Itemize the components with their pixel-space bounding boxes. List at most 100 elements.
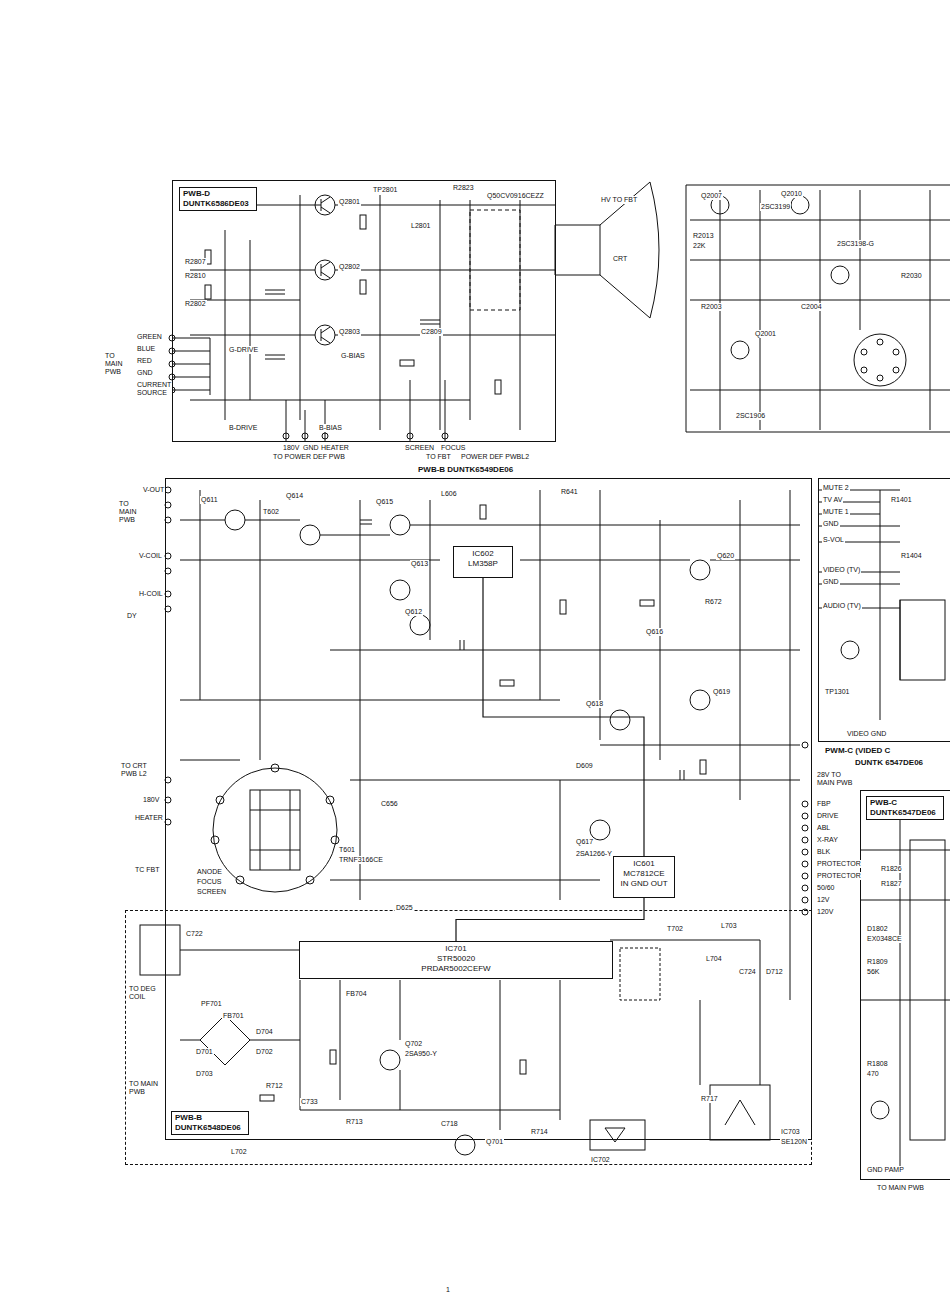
part-label: 1 (445, 1286, 451, 1294)
part-label: G-BIAS (340, 352, 366, 360)
part-label: RED (136, 357, 153, 365)
part-label: Q2803 (338, 328, 361, 336)
part-label: Q2802 (338, 263, 361, 271)
board-panel: PWB-D DUNTK6586DE03 (172, 180, 556, 442)
part-label: R1808 (866, 1060, 889, 1068)
part-label: R714 (530, 1128, 549, 1136)
part-label: Q702 (404, 1040, 423, 1048)
part-label: Q616 (645, 628, 664, 636)
part-label: CRT (612, 255, 628, 263)
part-label: TP1301 (824, 688, 851, 696)
part-label: TP2801 (372, 186, 399, 194)
board-title: PWB-B DUNTK6549DE06 (416, 465, 515, 475)
part-label: MUTE 1 (822, 508, 850, 516)
part-label: R2810 (184, 272, 207, 280)
ic-label: IN GND OUT (617, 879, 671, 889)
part-label: 180V (142, 796, 160, 804)
part-label: 2SC3199 (760, 203, 791, 211)
part-label: R717 (700, 1095, 719, 1103)
board-title: PWB-D DUNTK6586DE03 (179, 187, 257, 211)
part-label: IC703 (780, 1128, 801, 1136)
ic-box: IC701STR50020PRDAR5002CEFW (299, 941, 613, 979)
part-label: R1401 (890, 496, 913, 504)
part-label: FOCUS (196, 878, 223, 886)
wire-connector (456, 898, 644, 941)
part-label: PROTECTOR (816, 860, 862, 868)
part-label: 2SC3198-G (836, 240, 875, 248)
part-label: POWER DEF PWBL2 (460, 453, 530, 461)
part-label: TRNF3166CE (338, 856, 384, 864)
part-label: C724 (738, 968, 757, 976)
wire-connector (483, 578, 644, 856)
part-label: R1809 (866, 958, 889, 966)
part-label: TO MAIN PWB (118, 500, 142, 524)
part-label: IC702 (590, 1156, 611, 1164)
part-label: B-BIAS (318, 424, 343, 432)
part-label: Q612 (404, 608, 423, 616)
ic-label: IC602 (457, 549, 509, 559)
board-title: PWB-B DUNTK6548DE06 (171, 1111, 249, 1135)
part-label: TO POWER DEF PWB (272, 453, 346, 461)
board-title: PWB-C DUNTK6547DE06 (866, 796, 944, 820)
part-label: R2807 (184, 258, 207, 266)
part-label: C2004 (800, 303, 823, 311)
part-label: R2823 (452, 184, 475, 192)
part-label: T702 (666, 925, 684, 933)
part-label: D702 (255, 1048, 274, 1056)
part-label: Q613 (410, 560, 429, 568)
part-label: Q2010 (780, 190, 803, 198)
part-label: TC FBT (134, 866, 161, 874)
part-label: Q50CV0916CEZZ (486, 192, 545, 200)
ic-label: MC7812CE (617, 869, 671, 879)
part-label: GND (822, 520, 840, 528)
part-label: Q620 (716, 552, 735, 560)
part-label: MUTE 2 (822, 484, 850, 492)
part-label: FB704 (345, 990, 368, 998)
part-label: R712 (265, 1082, 284, 1090)
part-label: L703 (720, 922, 738, 930)
part-label: SE120N (780, 1138, 808, 1146)
part-label: L606 (440, 490, 458, 498)
part-label: 470 (866, 1070, 880, 1078)
part-label: PROTECTOR (816, 872, 862, 880)
part-label: H-COIL (138, 590, 164, 598)
part-label: C656 (380, 800, 399, 808)
part-label: Q618 (585, 700, 604, 708)
part-label: Q614 (285, 492, 304, 500)
part-label: V-OUT (142, 486, 165, 494)
part-label: B-DRIVE (228, 424, 258, 432)
ic-label: LM358P (457, 559, 509, 569)
part-label: DY (126, 612, 138, 620)
part-label: R2013 (692, 232, 715, 240)
part-label: GREEN (136, 333, 163, 341)
part-label: R1404 (900, 552, 923, 560)
part-label: D712 (765, 968, 784, 976)
part-label: D1802 (866, 925, 889, 933)
part-label: 2SC1906 (735, 412, 766, 420)
part-label: Q2007 (700, 192, 723, 200)
part-label: Q611 (200, 496, 219, 504)
board-title: DUNTK 6547DE06 (853, 758, 925, 768)
part-label: V-COIL (138, 552, 163, 560)
part-label: VIDEO (TV) (822, 566, 861, 574)
part-label: D609 (575, 762, 594, 770)
part-label: 22K (692, 242, 706, 250)
part-label: R1827 (880, 880, 903, 888)
part-label: PF701 (200, 1000, 223, 1008)
part-label: BLUE (136, 345, 156, 353)
part-label: R2030 (900, 272, 923, 280)
part-label: TO FBT (425, 453, 452, 461)
part-label: 2SA1266-Y (575, 850, 613, 858)
part-label: TO MAIN PWB (104, 352, 130, 376)
part-label: EX0348CE (866, 935, 903, 943)
board-panel: PWM-C (VIDED CDUNTK 6547DE06 (818, 478, 950, 742)
ic-label: PRDAR5002CEFW (303, 964, 609, 974)
part-label: 2SA950-Y (404, 1050, 438, 1058)
part-label: C722 (185, 930, 204, 938)
part-label: Q617 (575, 838, 594, 846)
part-label: D701 (195, 1048, 214, 1056)
part-label: SCREEN (404, 444, 435, 452)
part-label: L2801 (410, 222, 431, 230)
part-label: BLK (816, 848, 831, 856)
